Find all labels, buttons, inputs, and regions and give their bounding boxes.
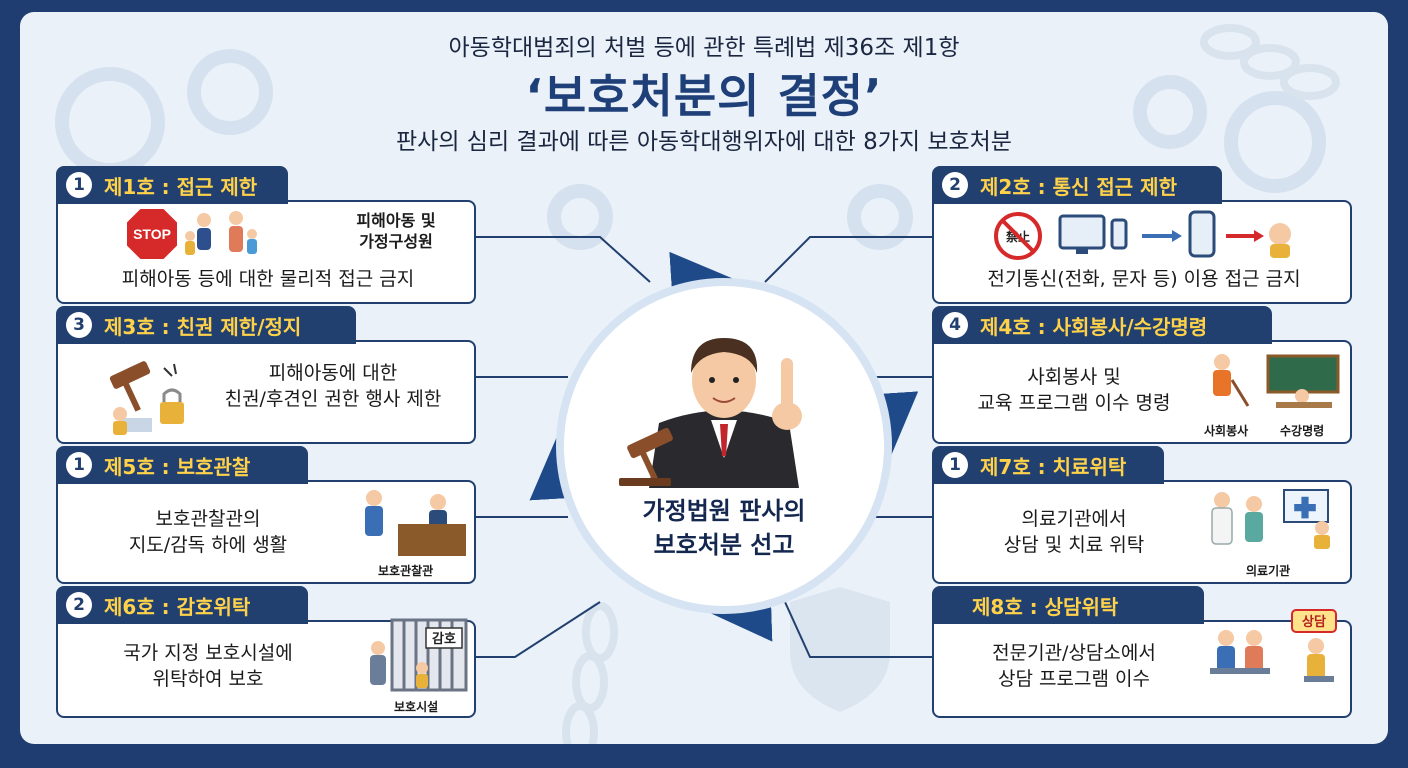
communication-block-icon: 禁止 [994, 210, 1291, 260]
card-number: 1 [942, 452, 968, 478]
desc-line-1: 국가 지정 보호시설에 [123, 642, 293, 664]
card-title: 제2호 : 통신 접근 제한 [980, 174, 1177, 199]
card-number: 2 [66, 592, 92, 618]
card-label: 피해아동 및 가정구성원 [326, 210, 466, 252]
officer-desk-icon [365, 490, 466, 556]
card-description: 보호관찰관의 지도/감독 하에 생활 [68, 506, 348, 558]
background-gears-icon [55, 24, 1340, 744]
card-title: 제7호 : 치료위탁 [980, 454, 1127, 479]
cage-icon: 감호 [370, 618, 468, 692]
stop-sign-icon: STOP [125, 207, 257, 261]
center-line-2: 보호처분 선고 [653, 531, 795, 559]
page-title: ‘보호처분의 결정’ [525, 69, 883, 123]
card-disposition-1: STOP 피해아동 및 가정구성원 피해아동 등에 대한 물리적 접근 금지 1… [56, 166, 476, 304]
worker-icon [1213, 370, 1231, 396]
center-caption: 가정법원 판사의 보호처분 선고 [514, 494, 934, 562]
card-tab: 1 제5호 : 보호관찰 [56, 446, 308, 484]
card-body: 의료기관에서 상담 및 치료 위탁 의료기관 [932, 480, 1352, 584]
card-number: 1 [66, 172, 92, 198]
medical-icon [1211, 489, 1330, 549]
community-service-icon [1213, 354, 1340, 408]
center-hub: 가정법원 판사의 보호처분 선고 [514, 236, 934, 656]
card-body: STOP 피해아동 및 가정구성원 피해아동 등에 대한 물리적 접근 금지 [56, 200, 476, 304]
caption-service: 사회봉사 [1204, 424, 1249, 438]
law-reference: 아동학대범죄의 처벌 등에 관한 특례법 제36조 제1항 [448, 35, 960, 61]
desc-line-2: 상담 프로그램 이수 [998, 668, 1150, 690]
doctor-icon [1211, 507, 1233, 545]
card-disposition-6: 국가 지정 보호시설에 위탁하여 보호 감호 보호시설 [56, 586, 476, 718]
caption-lecture: 수강명령 [1280, 424, 1325, 438]
desc-line-1: 사회봉사 및 [1027, 366, 1121, 388]
card-number: 4 [942, 312, 968, 338]
guard-icon [370, 655, 386, 685]
card-title: 제5호 : 보호관찰 [104, 454, 251, 479]
card-tab: 1 제1호 : 접근 제한 [56, 166, 288, 204]
card-body: 사회봉사 및 교육 프로그램 이수 명령 사회봉사 수강명령 [932, 340, 1352, 444]
desc-line-1: 전문기관/상담소에서 [992, 642, 1156, 664]
card-title: 제3호 : 친권 제한/정지 [104, 314, 302, 339]
cross-icon [1294, 496, 1316, 519]
label-line-1: 피해아동 및 [356, 211, 436, 230]
card-tab: 2 제2호 : 통신 접근 제한 [932, 166, 1222, 204]
caption-facility: 보호시설 [394, 700, 439, 714]
card-number: 1 [66, 452, 92, 478]
card-body: 국가 지정 보호시설에 위탁하여 보호 감호 보호시설 [56, 618, 476, 718]
desc-line-2: 위탁하여 보호 [152, 668, 264, 690]
caption-officer: 보호관찰관 [378, 564, 434, 578]
card-title: 제8호 : 상담위탁 [972, 594, 1119, 619]
classroom-icon [1266, 354, 1340, 394]
card-body: 피해아동에 대한 친권/후견인 권한 행사 제한 [56, 340, 476, 444]
card-tab: 제8호 : 상담위탁 [932, 586, 1204, 624]
card-description: 전기통신(전화, 문자 등) 이용 접근 금지 [987, 268, 1301, 290]
card-body: 전문기관/상담소에서 상담 프로그램 이수 상담 [932, 609, 1352, 718]
svg-text:STOP: STOP [133, 226, 171, 242]
card-body: 禁止 전기통신(전화, 문자 등) 이용 접근 금지 [932, 200, 1352, 304]
desc-line-1: 의료기관에서 [1021, 508, 1127, 530]
caption-medical: 의료기관 [1246, 564, 1291, 578]
card-description: 국가 지정 보호시설에 위탁하여 보호 [68, 640, 348, 692]
card-disposition-5: 보호관찰관의 지도/감독 하에 생활 보호관찰관 1 제5호 : 보호관찰 [56, 446, 476, 584]
card-description: 의료기관에서 상담 및 치료 위탁 [944, 506, 1204, 558]
card-title: 제1호 : 접근 제한 [104, 174, 258, 199]
card-disposition-8: 전문기관/상담소에서 상담 프로그램 이수 상담 제8호 : 상담위탁 [932, 586, 1352, 718]
svg-text:상담: 상담 [1302, 615, 1326, 630]
counseling-icon: 상담 [1210, 609, 1337, 682]
card-tab: 1 제7호 : 치료위탁 [932, 446, 1164, 484]
desc-line-2: 지도/감독 하에 생활 [128, 534, 288, 556]
desc-line-1: 보호관찰관의 [155, 508, 261, 530]
card-description: 피해아동 등에 대한 물리적 접근 금지 [121, 268, 415, 290]
card-title: 제4호 : 사회봉사/수강명령 [980, 314, 1208, 339]
desc-line-1: 피해아동에 대한 [268, 362, 398, 384]
desc-line-2: 교육 프로그램 이수 명령 [977, 392, 1171, 414]
card-description: 사회봉사 및 교육 프로그램 이수 명령 [944, 364, 1204, 416]
svg-text:감호: 감호 [432, 632, 456, 647]
desc-line-2: 친권/후견인 권한 행사 제한 [224, 388, 442, 410]
label-line-2: 가정구성원 [359, 232, 433, 251]
card-disposition-3: 피해아동에 대한 친권/후견인 권한 행사 제한 3 제3호 : 친권 제한/정… [56, 306, 476, 444]
infographic-frame: 아동학대범죄의 처벌 등에 관한 특례법 제36조 제1항 ‘보호처분의 결정’… [20, 12, 1388, 744]
card-disposition-2: 禁止 전기통신(전화, 문자 등) 이용 접근 금지 2 제2호 : 통신 접근… [932, 166, 1352, 304]
gavel-icon [109, 361, 184, 435]
card-description: 전문기관/상담소에서 상담 프로그램 이수 [944, 640, 1204, 692]
center-line-1: 가정법원 판사의 [642, 497, 806, 525]
padlock-icon [160, 402, 184, 424]
card-tab: 4 제4호 : 사회봉사/수강명령 [932, 306, 1272, 344]
card-description: 피해아동에 대한 친권/후견인 권한 행사 제한 [198, 360, 468, 412]
card-disposition-7: 의료기관에서 상담 및 치료 위탁 의료기관 1 제7호 : 치료위탁 [932, 446, 1352, 584]
card-tab: 3 제3호 : 친권 제한/정지 [56, 306, 356, 344]
desc-line-2: 상담 및 치료 위탁 [1003, 534, 1145, 556]
card-title: 제6호 : 감호위탁 [104, 594, 251, 619]
page-subtitle: 판사의 심리 결과에 따른 아동학대행위자에 대한 8가지 보호처분 [396, 129, 1012, 155]
judge-icon [619, 338, 802, 488]
card-tab: 2 제6호 : 감호위탁 [56, 586, 308, 624]
card-number: 2 [942, 172, 968, 198]
card-body: 보호관찰관의 지도/감독 하에 생활 보호관찰관 [56, 480, 476, 584]
card-disposition-4: 사회봉사 및 교육 프로그램 이수 명령 사회봉사 수강명령 4 제4호 : 사… [932, 306, 1352, 444]
card-number: 3 [66, 312, 92, 338]
